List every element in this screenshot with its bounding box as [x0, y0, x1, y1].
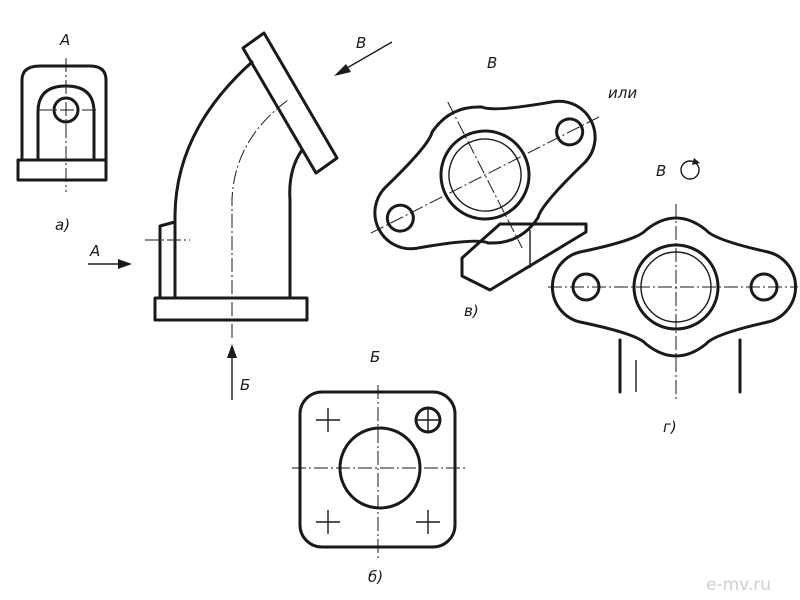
view-v: В в) — [370, 54, 600, 320]
arrow-b: Б — [227, 344, 250, 400]
view-v-flange-group — [370, 99, 600, 251]
view-v-axis-short — [447, 101, 523, 249]
arrow-a-head — [118, 259, 132, 269]
view-g: В г) — [548, 158, 798, 436]
arrow-b-head — [227, 344, 237, 358]
arrow-a-label: А — [89, 242, 100, 260]
rotation-icon — [680, 158, 700, 180]
view-v-pipe-stub — [460, 222, 588, 292]
view-a-caption: а) — [55, 216, 70, 234]
arrow-v-shaft — [339, 41, 393, 73]
main-elbow-view — [145, 31, 339, 338]
view-b-caption: б) — [368, 568, 383, 586]
view-g-caption: г) — [663, 418, 677, 436]
arrow-v: В — [334, 34, 393, 76]
elbow-outer-wall — [173, 60, 254, 300]
elbow-boss — [158, 220, 177, 300]
view-v-flange — [373, 99, 597, 251]
view-v-axis-long — [370, 116, 600, 234]
elbow-axis — [231, 99, 289, 338]
watermark-text: e-mv.ru — [706, 575, 771, 595]
top-flange — [241, 31, 339, 175]
view-a-flange — [16, 158, 108, 182]
or-label: или — [608, 84, 637, 102]
arrow-b-label: Б — [240, 376, 250, 394]
view-b: Б б) — [292, 348, 465, 586]
view-g-pipe-stub — [618, 338, 742, 394]
view-a: А а) — [16, 31, 108, 234]
arrow-v-head — [334, 64, 351, 76]
view-v-caption: в) — [464, 302, 479, 320]
arrow-v-label: В — [356, 34, 366, 52]
bottom-flange — [153, 296, 309, 322]
view-g-title: В — [656, 162, 666, 180]
view-b-hole-marks — [316, 408, 440, 534]
elbow-inner-wall — [288, 148, 304, 300]
arrow-a: А — [88, 242, 132, 269]
view-v-title: В — [487, 54, 497, 72]
view-g-flange — [550, 216, 798, 358]
view-a-body-outline — [20, 64, 108, 162]
view-a-title: А — [59, 31, 70, 49]
view-b-title: Б — [370, 348, 380, 366]
